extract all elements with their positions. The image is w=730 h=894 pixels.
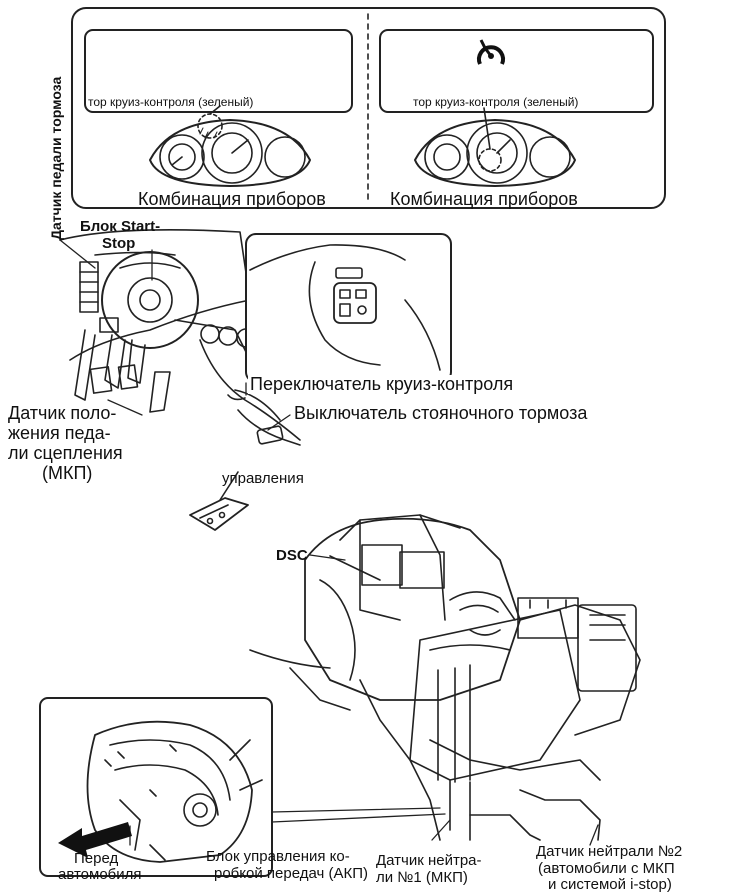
clutch-sensor-label-4: (МКП) xyxy=(42,463,93,483)
neutral-sensor-2-label-2: (автомобили с МКП xyxy=(538,860,675,877)
brake-pedal-sensor-label: Датчик педали тормоза xyxy=(48,76,64,240)
arrow-left-icon xyxy=(58,822,132,858)
tcu-label-1: Блок управления ко- xyxy=(206,848,350,865)
clutch-sensor-label-2: жения педа- xyxy=(8,423,111,443)
leader-lines xyxy=(59,239,599,846)
tcu-label-2: робкой передач (АКП) xyxy=(214,865,368,882)
indicator-label-left: тор круиз-контроля (зеленый) xyxy=(88,95,254,109)
control-label: управления xyxy=(222,470,304,487)
neutral-sensor-2-label-1: Датчик нейтрали №2 xyxy=(536,843,683,860)
clutch-sensor-label-3: ли сцепления xyxy=(8,443,123,463)
dsc-label: DSC xyxy=(276,547,308,564)
cluster-left-drawing xyxy=(149,105,311,187)
start-stop-unit-label-1: Блок Start- xyxy=(80,218,161,235)
clutch-sensor-label-1: Датчик поло- xyxy=(8,403,117,423)
front-label-2: автомобиля xyxy=(58,866,142,883)
smart-key-drawing xyxy=(189,471,249,531)
cluster-right-drawing xyxy=(414,107,576,187)
display-right xyxy=(379,29,654,113)
cluster-label-right: Комбинация приборов xyxy=(390,189,578,209)
front-label-1: Перед xyxy=(74,850,119,867)
parking-brake-switch-label: Выключатель стояночного тормоза xyxy=(292,403,590,423)
start-stop-unit-label-2: Stop xyxy=(102,235,136,252)
dashboard-drawing xyxy=(59,228,301,446)
neutral-sensor-2-label-3: и системой i-stop) xyxy=(548,876,672,893)
cruise-switch-inset xyxy=(245,233,452,383)
neutral-sensor-1-label-1: Датчик нейтра- xyxy=(376,852,482,869)
display-left xyxy=(84,29,353,113)
neutral-sensor-1-label-2: ли №1 (МКП) xyxy=(376,869,468,886)
indicator-label-right: тор круиз-контроля (зеленый) xyxy=(413,95,579,109)
cruise-control-icon xyxy=(477,39,505,65)
cluster-inset-frame xyxy=(71,7,666,209)
cruise-switch-label: Переключатель круиз-контроля xyxy=(248,374,516,394)
engine-bay-drawing xyxy=(249,514,641,841)
cluster-label-left: Комбинация приборов xyxy=(138,189,326,209)
